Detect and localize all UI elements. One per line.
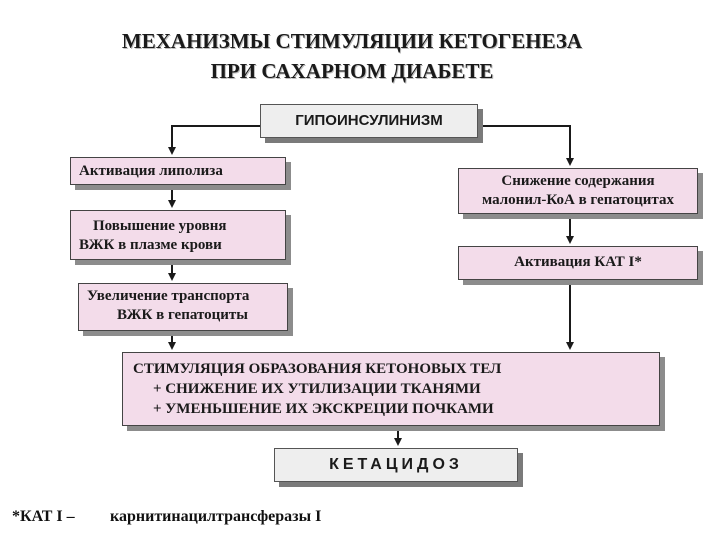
node-vzhk-level: Повышение уровня ВЖК в плазме крови <box>70 210 286 260</box>
node-malonyl-line-1: Снижение содержания <box>501 173 655 189</box>
page-title-line-2: ПРИ САХАРНОМ ДИАБЕТЕ <box>210 59 494 83</box>
node-ketone-stimulation: СТИМУЛЯЦИЯ ОБРАЗОВАНИЯ КЕТОНОВЫХ ТЕЛ + С… <box>122 352 660 426</box>
page-title-line-1: МЕХАНИЗМЫ СТИМУЛЯЦИИ КЕТОГЕНЕЗА <box>121 29 583 53</box>
connector-hypo-to-malonyl <box>478 125 574 166</box>
node-transport-line-2: ВЖК в гепатоциты <box>117 307 249 323</box>
node-kat-activation: Активация КАТ I* <box>458 246 698 280</box>
node-hypoinsulinism: ГИПОИНСУЛИНИЗМ <box>260 104 478 138</box>
node-vzhk-transport: Увеличение транспорта ВЖК в гепатоциты <box>78 283 288 331</box>
footnote-definition: карнитинацилтрансферазы I <box>110 508 322 525</box>
node-stim-line-2: + СНИЖЕНИЕ ИХ УТИЛИЗАЦИИ ТКАНЯМИ <box>153 381 481 397</box>
node-malonyl-coa: Снижение содержания малонил-КоА в гепато… <box>458 168 698 214</box>
node-lipolysis-label: Активация липолиза <box>79 163 223 179</box>
connector-hypo-to-lipolysis <box>168 125 260 155</box>
node-lipolysis-activation: Активация липолиза <box>70 157 286 185</box>
node-stim-line-3: + УМЕНЬШЕНИЕ ИХ ЭКСКРЕЦИИ ПОЧКАМИ <box>153 401 494 417</box>
node-malonyl-line-2: малонил-КоА в гепатоцитах <box>482 192 674 208</box>
node-kat-label: Активация КАТ I* <box>514 254 642 270</box>
node-stim-line-1: СТИМУЛЯЦИЯ ОБРАЗОВАНИЯ КЕТОНОВЫХ ТЕЛ <box>133 361 502 377</box>
node-ketoacidosis: КЕТАЦИДОЗ <box>274 448 518 482</box>
node-vzhk-level-line-1: Повышение уровня <box>93 218 227 234</box>
node-transport-line-1: Увеличение транспорта <box>87 288 250 304</box>
node-vzhk-level-line-2: ВЖК в плазме крови <box>79 237 222 253</box>
footnote-term: *КАТ I – <box>12 508 75 525</box>
